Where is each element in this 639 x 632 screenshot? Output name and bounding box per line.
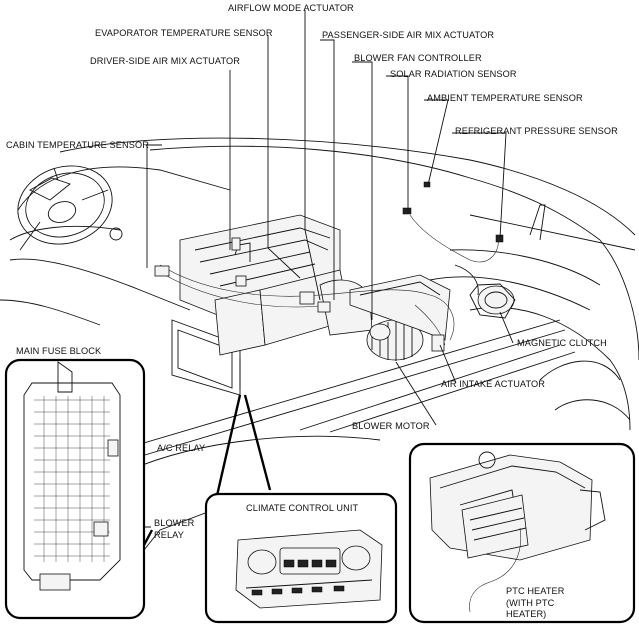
leader-lines <box>110 10 514 528</box>
label-blower-relay-line1: BLOWER <box>154 518 195 528</box>
label-ptc-heater-line3: HEATER) <box>506 609 546 619</box>
label-blower-relay-line2: RELAY <box>154 530 184 540</box>
ptc-heater-inset <box>408 442 636 624</box>
label-magnetic-clutch: MAGNETIC CLUTCH <box>517 338 607 348</box>
label-climate-control-unit: CLIMATE CONTROL UNIT <box>246 503 359 513</box>
label-passenger-side-air-mix-actuator: PASSENGER-SIDE AIR MIX ACTUATOR <box>322 30 494 40</box>
label-evaporator-temperature-sensor: EVAPORATOR TEMPERATURE SENSOR <box>95 28 273 38</box>
callout-labels: AIRFLOW MODE ACTUATOR EVAPORATOR TEMPERA… <box>6 3 618 619</box>
climate-control-unit-inset <box>204 492 398 624</box>
label-driver-side-air-mix-actuator: DRIVER-SIDE AIR MIX ACTUATOR <box>90 56 240 66</box>
label-airflow-mode-actuator: AIRFLOW MODE ACTUATOR <box>228 3 354 13</box>
vehicle-dashboard-illustration <box>0 137 639 556</box>
label-ac-relay: A/C RELAY <box>157 443 205 453</box>
label-cabin-temperature-sensor: CABIN TEMPERATURE SENSOR <box>6 140 149 150</box>
label-ptc-heater-line1: PTC HEATER <box>506 586 565 596</box>
label-refrigerant-pressure-sensor: REFRIGERANT PRESSURE SENSOR <box>455 126 618 136</box>
hvac-unit-illustration <box>154 181 516 361</box>
main-fuse-block-inset <box>4 358 146 620</box>
label-ambient-temperature-sensor: AMBIENT TEMPERATURE SENSOR <box>427 93 583 103</box>
label-main-fuse-block: MAIN FUSE BLOCK <box>16 346 102 356</box>
label-blower-fan-controller: BLOWER FAN CONTROLLER <box>354 53 482 63</box>
label-ptc-heater-line2: (WITH PTC <box>506 598 555 608</box>
label-blower-motor: BLOWER MOTOR <box>352 421 430 431</box>
label-air-intake-actuator: AIR INTAKE ACTUATOR <box>441 379 545 389</box>
label-solar-radiation-sensor: SOLAR RADIATION SENSOR <box>390 69 517 79</box>
